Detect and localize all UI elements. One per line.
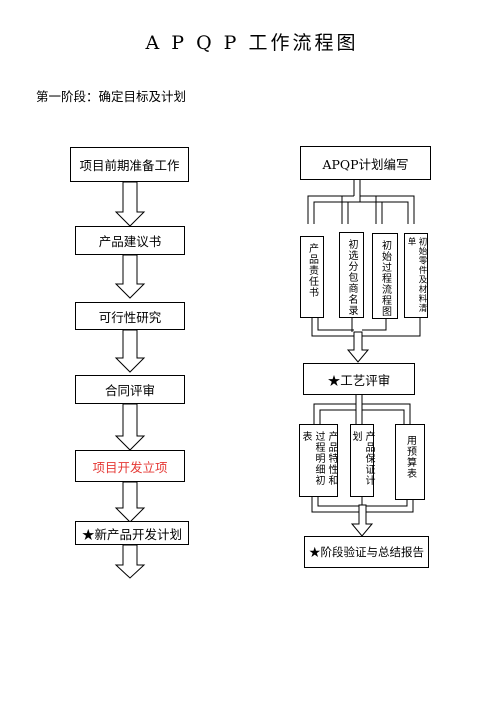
step-project-preparation: 项目前期准备工作 — [70, 147, 189, 182]
budget-box: 用预算表 — [395, 424, 425, 500]
product-responsibility-box: 产品责任书 — [300, 236, 324, 318]
arrow-down-3 — [114, 329, 146, 373]
subcontractor-list-box: 初选分包商名录 — [339, 232, 364, 318]
process-flowchart-label: 初始过程流程图 — [379, 240, 391, 317]
page-title: A P Q P 工作流程图 — [145, 32, 359, 54]
quality-assurance-box: 产品保证计划 — [350, 424, 374, 497]
parts-materials-label: 初始零件及材料清单 — [406, 237, 427, 313]
budget-label: 用预算表 — [404, 435, 416, 479]
quality-assurance-label: 产品保证计划 — [350, 431, 374, 486]
arrow-down-6 — [114, 544, 146, 579]
step-contract-review: 合同评审 — [75, 375, 185, 404]
step-project-approval: 项目开发立项 — [75, 450, 185, 482]
arrow-down-1 — [114, 181, 146, 227]
step-product-proposal: 产品建议书 — [75, 226, 185, 255]
apqp-plan-box: APQP计划编写 — [300, 146, 431, 180]
arrow-down-4 — [114, 403, 146, 451]
parts-materials-box: 初始零件及材料清单 — [404, 233, 428, 318]
arrow-merge-2 — [350, 504, 374, 537]
stage-heading: 第一阶段：确定目标及计划 — [36, 89, 187, 104]
process-review-box: ★工艺评审 — [303, 363, 415, 395]
arrow-merge-1 — [346, 331, 370, 363]
process-flowchart-box: 初始过程流程图 — [372, 233, 398, 319]
arrow-down-2 — [114, 254, 146, 299]
stage-verification-report-box: ★阶段验证与总结报告 — [304, 536, 429, 568]
product-responsibility-label: 产品责任书 — [306, 243, 318, 298]
arrow-down-5 — [114, 481, 146, 523]
product-characteristics-box: 产品特性和过程明细初表 — [299, 424, 338, 497]
step-new-product-plan: ★新产品开发计划 — [75, 521, 189, 545]
subcontractor-list-label: 初选分包商名录 — [346, 239, 357, 316]
step-feasibility-study: 可行性研究 — [75, 302, 185, 330]
product-characteristics-label: 产品特性和过程明细初表 — [300, 431, 337, 486]
